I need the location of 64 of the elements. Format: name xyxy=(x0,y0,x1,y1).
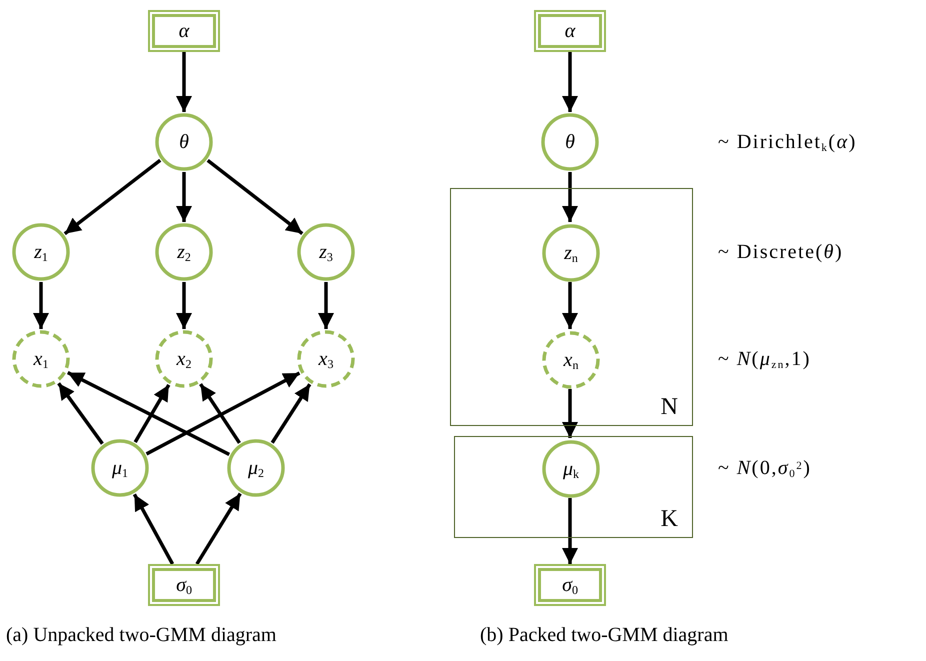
variable-circle xyxy=(542,440,600,498)
variable-circle xyxy=(155,113,213,171)
variable-symbol: x$_{n}$ xyxy=(564,350,578,370)
variable-symbol: σ$_{0}$ xyxy=(562,575,578,595)
arrow xyxy=(176,282,192,329)
distribution-formula: ~ N(μ$_{z}$$_{n}$,1) xyxy=(718,349,811,369)
constant-box xyxy=(534,564,606,606)
variable-symbol: z$_{3}$ xyxy=(319,242,333,262)
arrow xyxy=(318,282,334,329)
caption: (b) Packed two-GMM diagram xyxy=(480,625,728,645)
constant-box xyxy=(148,564,220,606)
variable-symbol: μ$_{1}$ xyxy=(112,458,128,478)
variable-symbol: x$_{2}$ xyxy=(176,349,192,369)
observed-circle xyxy=(155,330,213,388)
arrow xyxy=(562,172,578,222)
arrow xyxy=(64,158,162,236)
variable-symbol: μ$_{k}$ xyxy=(562,459,580,479)
observed-circle xyxy=(542,331,600,389)
constant-box xyxy=(148,10,220,52)
variable-symbol: σ$_{0}$ xyxy=(176,575,192,595)
variable-symbol: α xyxy=(178,21,190,41)
variable-circle xyxy=(91,439,149,497)
variable-circle xyxy=(155,223,213,281)
arrow xyxy=(176,52,192,112)
variable-circle xyxy=(541,113,599,171)
plate-box xyxy=(450,188,693,426)
variable-symbol: z$_{n}$ xyxy=(564,243,578,263)
arrow xyxy=(195,492,242,565)
variable-symbol: θ xyxy=(565,132,575,152)
caption: (a) Unpacked two-GMM diagram xyxy=(6,625,276,645)
observed-circle xyxy=(12,330,70,388)
arrow xyxy=(134,384,170,444)
variable-symbol: θ xyxy=(179,132,189,152)
arrow xyxy=(562,282,578,329)
constant-box xyxy=(534,10,606,52)
distribution-formula: ~ Discrete(θ) xyxy=(718,242,844,262)
arrow xyxy=(562,389,578,438)
arrow xyxy=(206,158,304,236)
variable-symbol: z$_{2}$ xyxy=(177,242,191,262)
observed-circle xyxy=(297,330,355,388)
variable-symbol: x$_{1}$ xyxy=(34,349,48,369)
arrow xyxy=(146,371,300,456)
arrow xyxy=(33,282,49,329)
arrow xyxy=(176,172,192,222)
variable-circle xyxy=(297,223,355,281)
arrow xyxy=(562,498,578,564)
variable-circle xyxy=(542,224,600,282)
variable-symbol: α xyxy=(564,21,576,41)
variable-symbol: μ$_{2}$ xyxy=(248,458,264,478)
plate-label: K xyxy=(660,507,678,531)
arrow xyxy=(562,52,578,112)
variable-symbol: z$_{1}$ xyxy=(34,242,48,262)
plate-label: N xyxy=(660,395,678,419)
distribution-formula: ~ Dirichlet$_{k}$(α) xyxy=(718,132,857,152)
arrow xyxy=(132,493,174,565)
arrow xyxy=(57,382,104,445)
arrow xyxy=(270,383,312,444)
variable-circle xyxy=(227,439,285,497)
variable-circle xyxy=(12,223,70,281)
arrow xyxy=(66,371,230,456)
plate-box xyxy=(454,436,693,538)
variable-symbol: x$_{3}$ xyxy=(318,349,334,369)
arrow xyxy=(199,383,241,444)
distribution-formula: ~ N(0,σ$_{0}$$^{2}$) xyxy=(718,458,812,478)
